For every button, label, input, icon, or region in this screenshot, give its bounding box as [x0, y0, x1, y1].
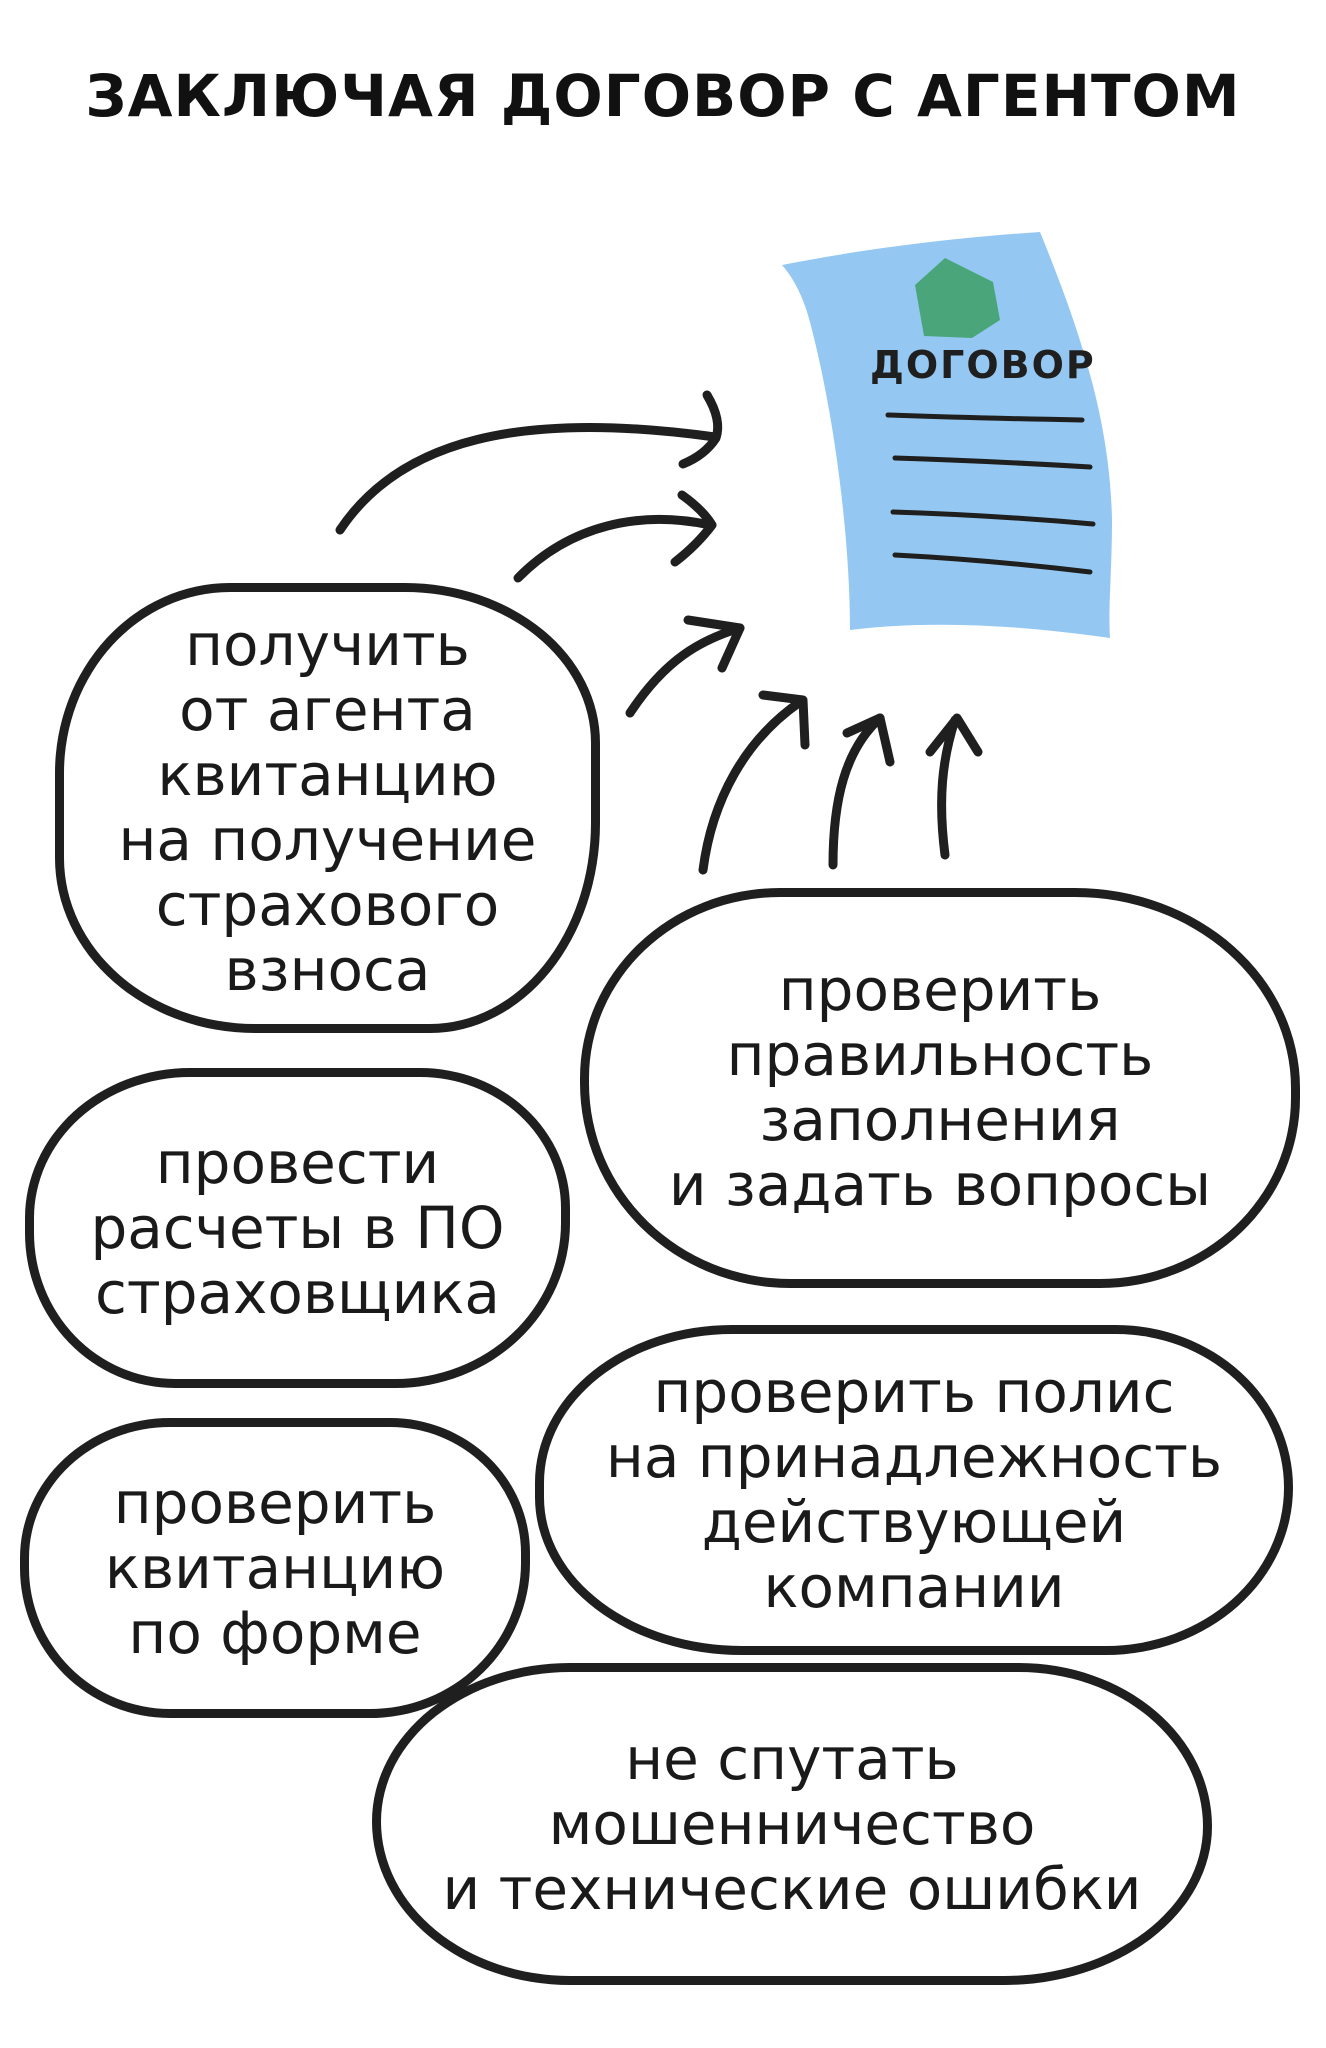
document-label: ДОГОВОР — [870, 343, 1096, 387]
stamp-icon — [915, 258, 1000, 338]
step-check-filling: проверить правильность заполнения и зада… — [580, 888, 1300, 1288]
arrow-1 — [335, 422, 720, 535]
step-text: проверить правильность заполнения и зада… — [668, 956, 1212, 1219]
arrow-head-1 — [678, 390, 723, 469]
arrows — [335, 390, 983, 875]
page-title: ЗАКЛЮЧАЯ ДОГОВОР С АГЕНТОМ — [85, 62, 1241, 130]
arrow-head-3 — [683, 615, 745, 673]
arrow-5 — [828, 713, 885, 870]
arrow-head-2 — [670, 490, 717, 567]
arrow-2 — [513, 515, 715, 583]
step-get-receipt: получить от агента квитанцию на получени… — [55, 583, 600, 1033]
document-lines — [885, 412, 1096, 575]
step-calculate-in-software: провести расчеты в ПО страховщика — [25, 1068, 570, 1388]
document-line — [885, 412, 1085, 423]
step-check-policy-company: проверить полис на принадлежность действ… — [535, 1325, 1293, 1655]
arrow-head-4 — [758, 690, 810, 750]
arrow-6 — [937, 715, 960, 860]
arrow-head-6 — [925, 713, 983, 757]
arrow-3 — [625, 623, 745, 718]
document-paper — [782, 232, 1112, 638]
document-line — [892, 552, 1093, 575]
step-text: проверить полис на принадлежность действ… — [605, 1358, 1223, 1621]
contract-document: ДОГОВОР — [782, 232, 1112, 638]
step-text: проверить квитанцию по форме — [104, 1468, 446, 1667]
document-line — [890, 509, 1096, 527]
step-text: провести расчеты в ПО страховщика — [90, 1128, 505, 1327]
arrow-head-5 — [842, 713, 895, 767]
document-line — [892, 455, 1093, 470]
step-text: не спутать мошенничество и технические о… — [442, 1724, 1142, 1923]
arrow-4 — [698, 697, 805, 875]
step-check-receipt-form: проверить квитанцию по форме — [20, 1418, 530, 1718]
step-text: получить от агента квитанцию на получени… — [118, 611, 537, 1004]
step-distinguish-fraud: не спутать мошенничество и технические о… — [372, 1663, 1212, 1985]
